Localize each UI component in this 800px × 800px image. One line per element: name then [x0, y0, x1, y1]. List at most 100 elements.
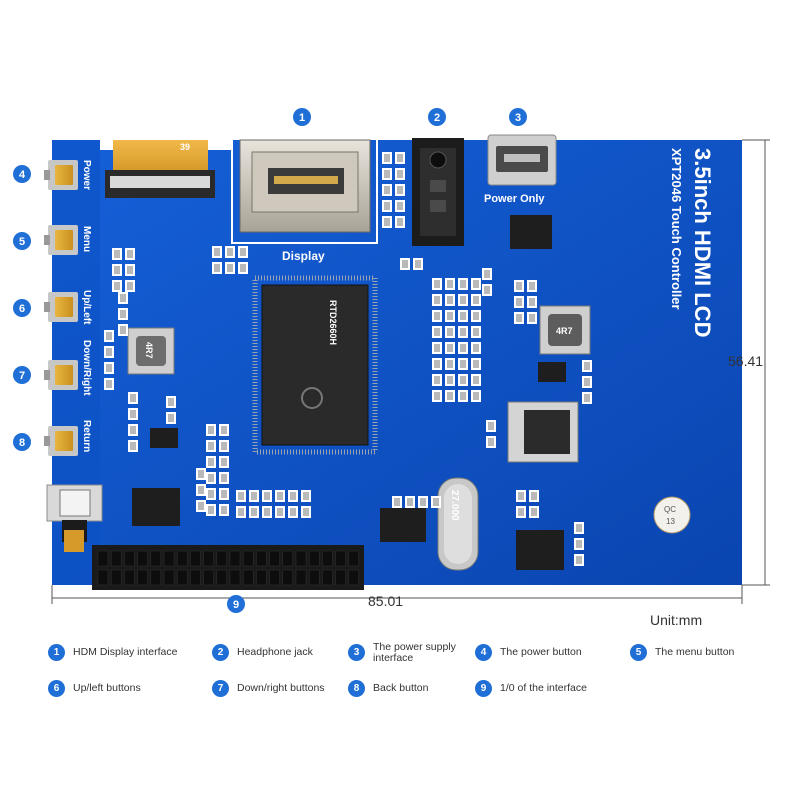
- passive-part: [445, 278, 455, 290]
- gpio-pin: [335, 569, 346, 586]
- legend-text: Up/left buttons: [73, 682, 141, 694]
- passive-part: [219, 440, 229, 452]
- gpio-pin: [229, 569, 241, 586]
- legend-text: Down/right buttons: [237, 682, 325, 694]
- passive-part: [382, 168, 392, 180]
- menu-button[interactable]: [44, 225, 78, 255]
- passive-part: [236, 490, 246, 502]
- passive-part: [445, 326, 455, 338]
- gpio-pin: [176, 569, 188, 586]
- passive-part: [482, 284, 492, 296]
- gpio-pin: [348, 569, 360, 586]
- button-labels: Power Menu Up/Left Down/Right Return: [81, 160, 92, 452]
- return-button[interactable]: [44, 426, 78, 456]
- passive-part: [395, 184, 405, 196]
- legend-text: The power supply interface: [373, 641, 456, 664]
- svg-text:1: 1: [299, 112, 305, 124]
- passive-part: [206, 440, 216, 452]
- passive-part: [112, 248, 122, 260]
- passive-part: [471, 278, 481, 290]
- passive-part: [432, 390, 442, 402]
- power-button[interactable]: [44, 160, 78, 190]
- passive-part: [529, 506, 539, 518]
- gpio-pin: [269, 550, 280, 567]
- legend-item-7: 7 Down/right buttons: [212, 680, 325, 697]
- svg-text:3: 3: [515, 112, 521, 124]
- gpio-pin: [97, 550, 109, 567]
- down-right-button[interactable]: [44, 360, 78, 390]
- passive-part: [482, 268, 492, 280]
- callout-9: 9: [227, 595, 245, 613]
- svg-text:9: 9: [233, 599, 239, 611]
- passive-part: [206, 504, 216, 516]
- gpio-pin: [97, 569, 109, 586]
- passive-part: [486, 436, 496, 448]
- slide-switch[interactable]: [46, 484, 103, 552]
- passive-part: [212, 262, 222, 274]
- usb-power-connector[interactable]: Power Only: [484, 134, 557, 205]
- legend-text: HDM Display interface: [73, 646, 178, 658]
- svg-text:8: 8: [19, 437, 25, 449]
- passive-part: [118, 292, 128, 304]
- passive-components: [104, 152, 592, 566]
- gpio-pin: [150, 569, 162, 586]
- passive-part: [445, 358, 455, 370]
- passive-part: [206, 456, 216, 468]
- passive-part: [574, 522, 584, 534]
- legend-text: 1/0 of the interface: [500, 682, 587, 694]
- callout-1: 1: [293, 108, 311, 126]
- svg-text:5: 5: [19, 236, 25, 248]
- menu-label: Menu: [81, 226, 92, 252]
- gpio-pin: [295, 569, 307, 586]
- passive-part: [413, 258, 423, 270]
- inductor-2: 4R7: [539, 305, 591, 355]
- gpio-pin: [335, 550, 346, 567]
- passive-part: [471, 310, 481, 322]
- passive-part: [486, 420, 496, 432]
- gpio-pin: [124, 569, 135, 586]
- gpio-pin: [216, 550, 228, 567]
- passive-part: [527, 296, 537, 308]
- passive-part: [445, 390, 455, 402]
- passive-part: [400, 258, 410, 270]
- passive-part: [582, 392, 592, 404]
- passive-part: [104, 362, 114, 374]
- passive-part: [432, 294, 442, 306]
- gpio-pin: [203, 550, 214, 567]
- fpc-number: 39: [180, 142, 190, 152]
- gpio-pin: [322, 550, 333, 567]
- passive-part: [418, 496, 428, 508]
- gpio-pin: [110, 569, 122, 586]
- passive-part: [527, 280, 537, 292]
- passive-part: [166, 396, 176, 408]
- passive-part: [382, 200, 392, 212]
- gpio-pin: [308, 550, 320, 567]
- up-left-button[interactable]: [44, 292, 78, 322]
- qc-top: QC: [664, 505, 676, 514]
- passive-part: [527, 312, 537, 324]
- passive-part: [382, 184, 392, 196]
- passive-part: [514, 280, 524, 292]
- qc-bottom: 13: [666, 517, 675, 526]
- passive-part: [196, 468, 206, 480]
- fpc-connector: 39: [105, 140, 215, 198]
- gpio-pin: [242, 550, 254, 567]
- return-label: Return: [81, 420, 92, 452]
- headphone-jack[interactable]: [412, 138, 464, 246]
- passive-part: [128, 392, 138, 404]
- passive-part: [275, 490, 285, 502]
- passive-part: [574, 554, 584, 566]
- gpio-pin: [110, 550, 122, 567]
- crystal-label: 27.000: [449, 490, 460, 521]
- passive-part: [118, 324, 128, 336]
- gpio-pin: [282, 569, 294, 586]
- passive-part: [432, 310, 442, 322]
- svg-text:7: 7: [19, 370, 25, 382]
- callout-6: 6: [13, 299, 31, 317]
- passive-part: [514, 312, 524, 324]
- passive-part: [516, 490, 526, 502]
- passive-part: [392, 496, 402, 508]
- passive-part: [458, 310, 468, 322]
- unit-label: Unit:mm: [650, 612, 702, 628]
- hdmi-connector[interactable]: Display: [231, 137, 378, 263]
